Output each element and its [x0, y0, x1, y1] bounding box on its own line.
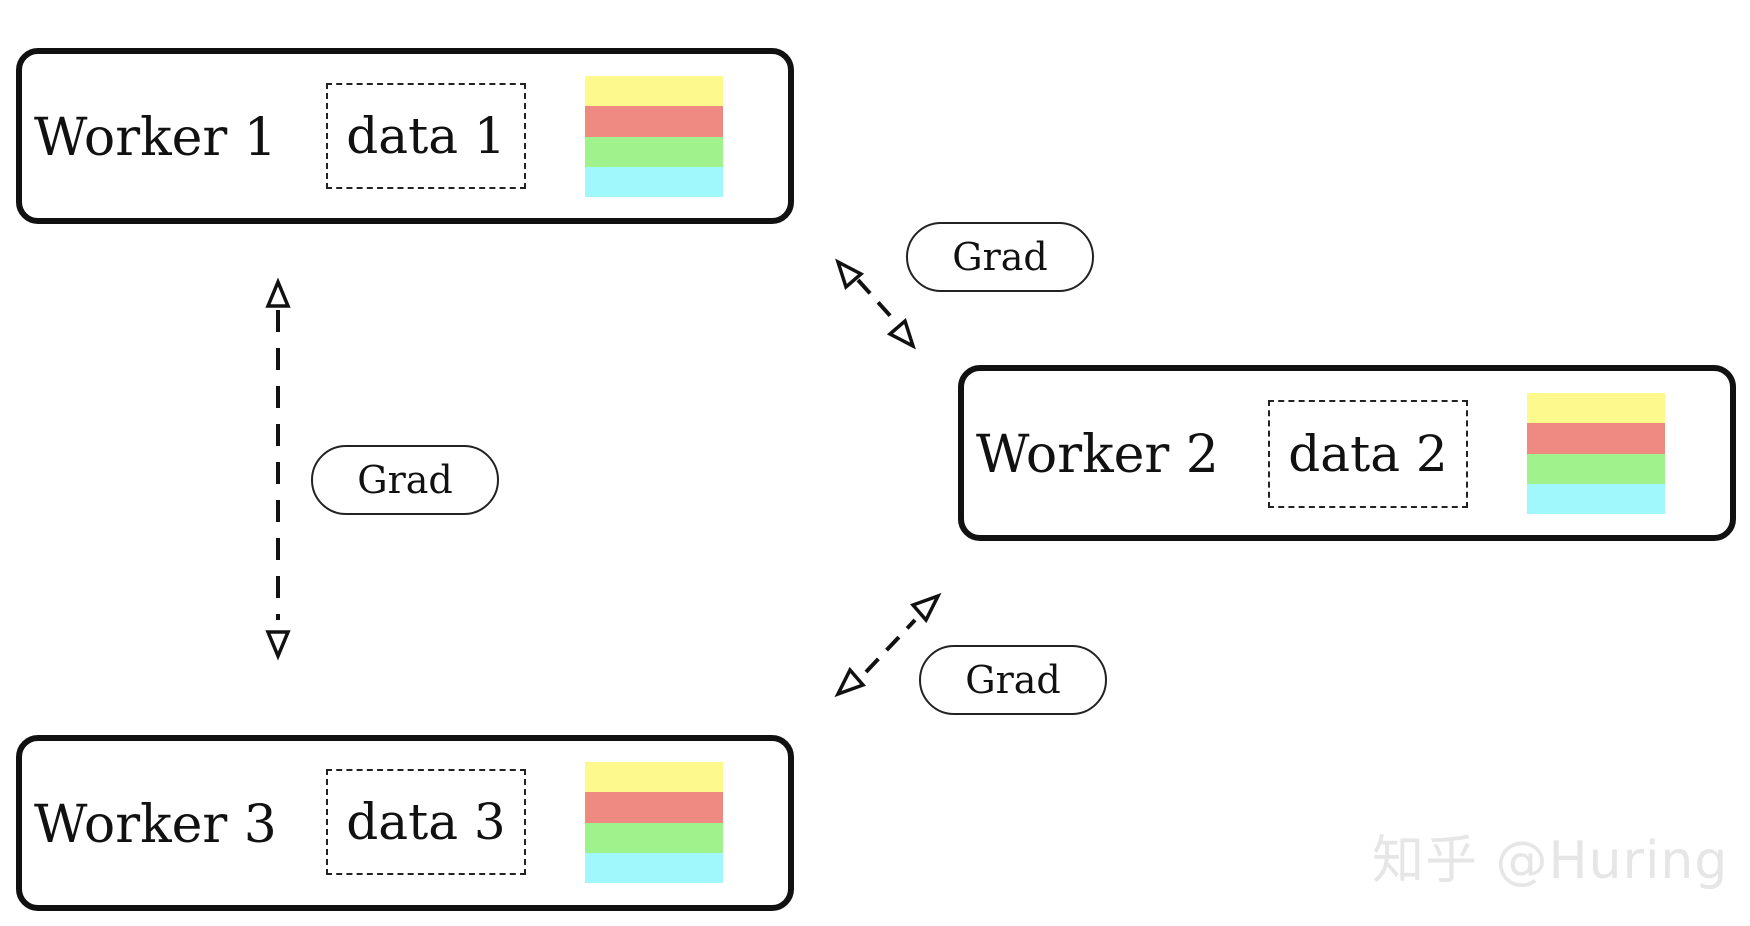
model-layer-4 [585, 166, 723, 197]
model-layer-1 [585, 762, 723, 793]
grad-label: Grad [952, 235, 1048, 279]
model-layer-2 [585, 792, 723, 823]
data-2-box: data 2 [1268, 400, 1468, 508]
model-layer-3 [585, 136, 723, 167]
grad-label: Grad [965, 658, 1061, 702]
arrow-worker1-worker2 [835, 258, 916, 350]
model-stack-worker-1 [585, 76, 723, 197]
data-1-box: data 1 [326, 83, 526, 189]
model-layer-4 [1527, 483, 1665, 514]
grad-pill-worker1-worker3: Grad [311, 445, 499, 515]
grad-pill-worker3-worker2: Grad [919, 645, 1107, 715]
worker-3-label: Worker 3 [34, 795, 277, 855]
model-layer-2 [585, 106, 723, 137]
arrow-worker1-worker3 [265, 277, 291, 661]
worker-1-label: Worker 1 [34, 108, 277, 168]
watermark: 知乎 @Huring [1372, 831, 1729, 891]
model-layer-4 [585, 852, 723, 883]
grad-pill-worker1-worker2: Grad [906, 222, 1094, 292]
model-layer-1 [1527, 393, 1665, 424]
grad-label: Grad [357, 458, 453, 502]
model-stack-worker-2 [1527, 393, 1665, 514]
model-stack-worker-3 [585, 762, 723, 883]
worker-2-label: Worker 2 [976, 425, 1219, 485]
data-3-label: data 3 [346, 793, 506, 851]
model-layer-2 [1527, 423, 1665, 454]
arrow-worker3-worker2 [834, 592, 942, 698]
data-1-label: data 1 [346, 107, 506, 165]
model-layer-1 [585, 76, 723, 107]
data-3-box: data 3 [326, 769, 526, 875]
data-2-label: data 2 [1288, 425, 1448, 483]
model-layer-3 [585, 822, 723, 853]
model-layer-3 [1527, 453, 1665, 484]
